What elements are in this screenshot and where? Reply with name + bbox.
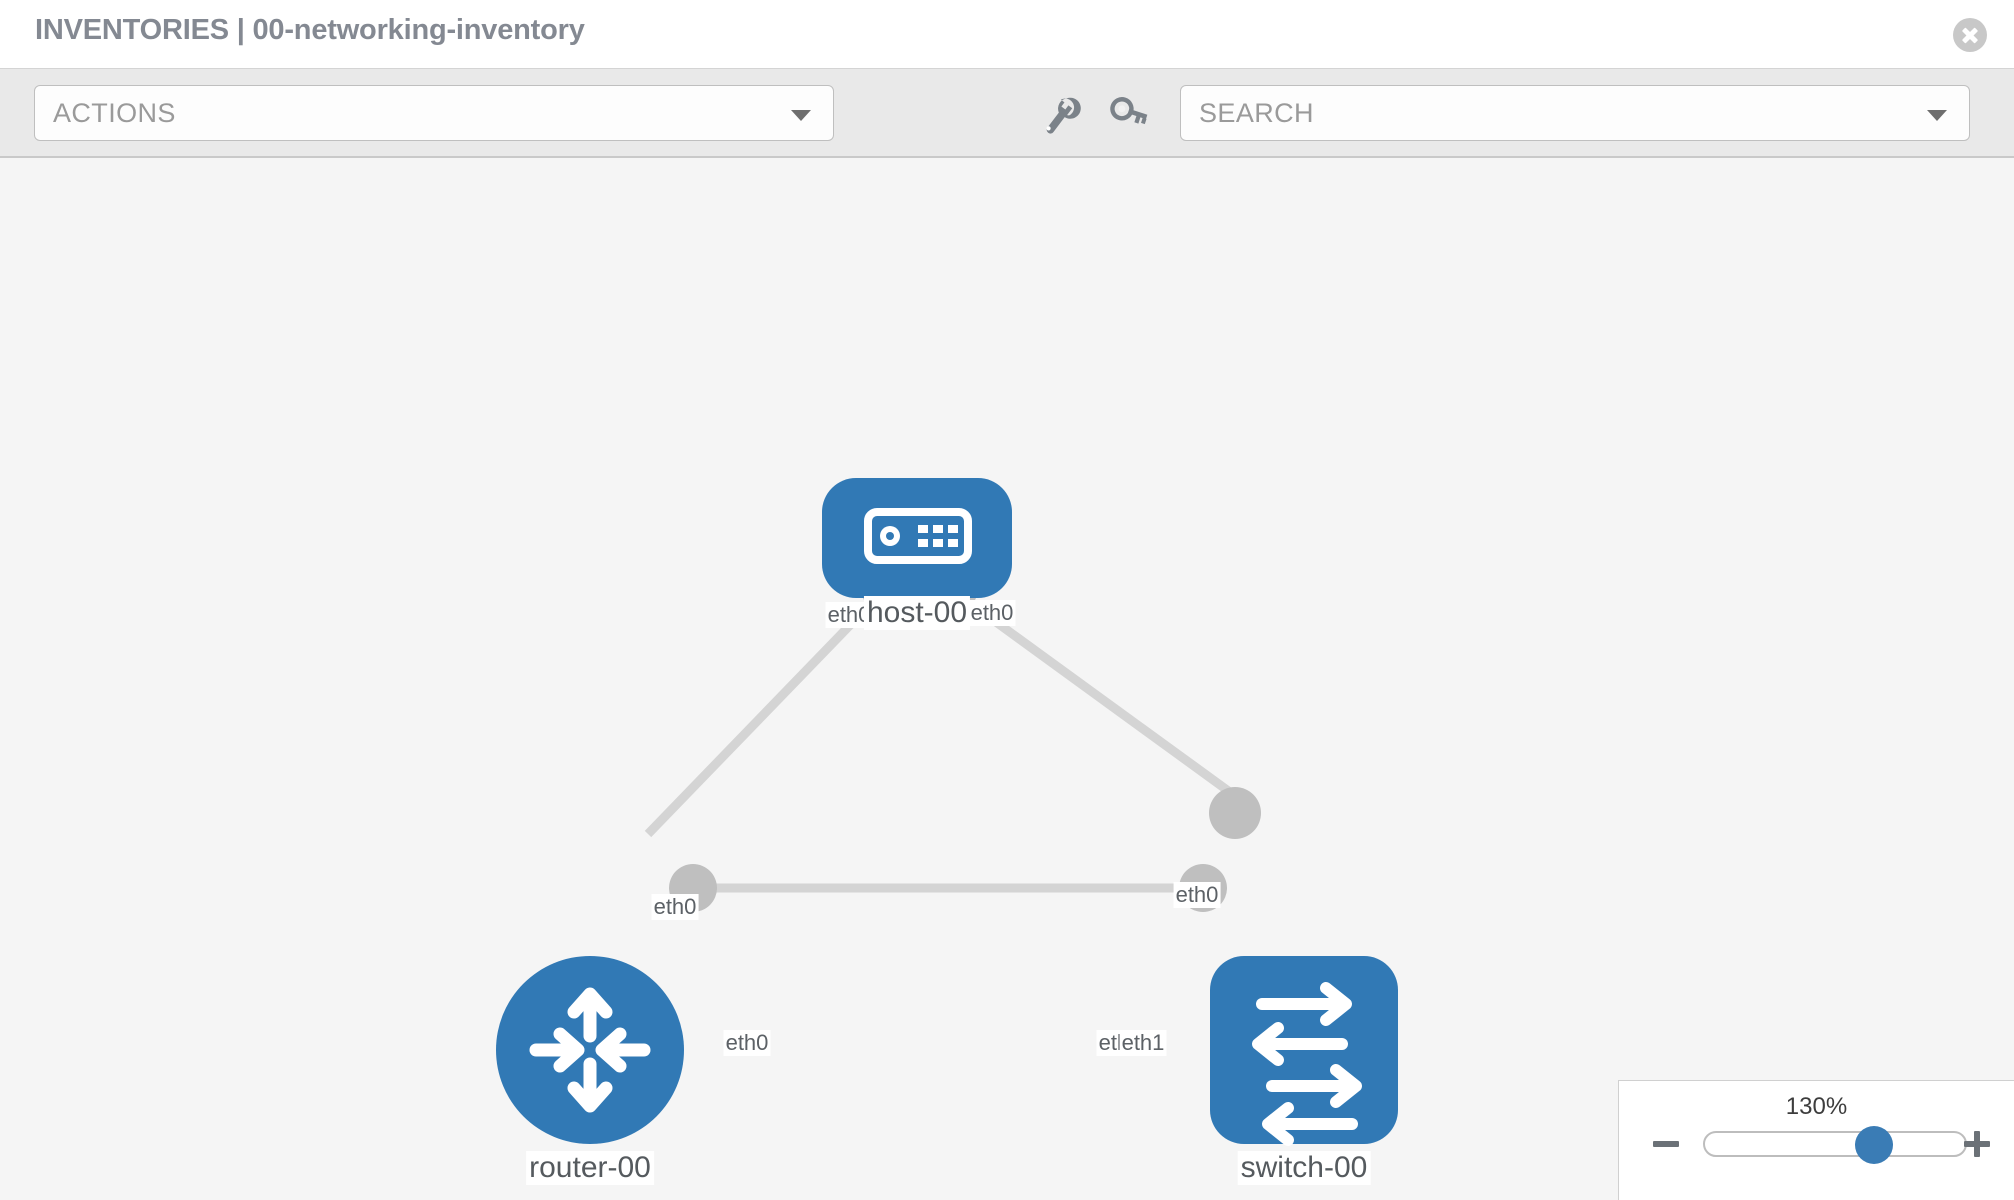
window-header: INVENTORIES | 00-networking-inventory: [0, 0, 2014, 68]
close-icon[interactable]: [1953, 18, 1987, 52]
zoom-level-label: 130%: [1785, 1093, 1848, 1120]
topology-graph: [496, 478, 1398, 1146]
zoom-in-button[interactable]: [1962, 1129, 1992, 1159]
iface-label-switch-eth1-trunk: eth1: [1119, 1030, 1167, 1056]
actions-dropdown[interactable]: ACTIONS: [34, 85, 834, 141]
chevron-down-icon: [1927, 110, 1947, 121]
iface-label-router-eth0-trunk: eth0: [723, 1030, 771, 1056]
node-label-host-00: host-00: [863, 596, 971, 630]
zoom-slider-thumb[interactable]: [1855, 1126, 1893, 1164]
topology-canvas[interactable]: eth0 eth0 eth0 eth0 eth0 eth0 eth1 host-…: [0, 158, 2014, 1200]
node-label-switch-00: switch-00: [1237, 1151, 1371, 1185]
iface-label-host-eth0-right: eth0: [968, 600, 1016, 626]
chevron-down-icon: [791, 110, 811, 121]
search-input[interactable]: SEARCH: [1180, 85, 1970, 141]
zoom-control: 130%: [1618, 1080, 2014, 1200]
node-host-00[interactable]: [822, 478, 1012, 598]
page-title: INVENTORIES | 00-networking-inventory: [35, 14, 585, 46]
node-switch-00[interactable]: [1210, 956, 1398, 1146]
wrench-icon[interactable]: [1036, 93, 1082, 139]
zoom-slider[interactable]: [1703, 1126, 1967, 1164]
zoom-out-button[interactable]: [1651, 1129, 1681, 1159]
link-router-host: [644, 586, 888, 838]
actions-dropdown-label: ACTIONS: [53, 98, 176, 128]
iface-label-switch-eth0-uplink: eth0: [1173, 882, 1221, 908]
search-placeholder: SEARCH: [1199, 98, 1314, 128]
key-icon[interactable]: [1105, 93, 1151, 139]
node-router-00[interactable]: [496, 956, 684, 1144]
toolbar: ACTIONS SEARCH: [0, 68, 2014, 158]
connector-nub: [1209, 787, 1261, 839]
iface-label-router-eth0-uplink: eth0: [651, 894, 699, 920]
node-label-router-00: router-00: [526, 1151, 654, 1185]
